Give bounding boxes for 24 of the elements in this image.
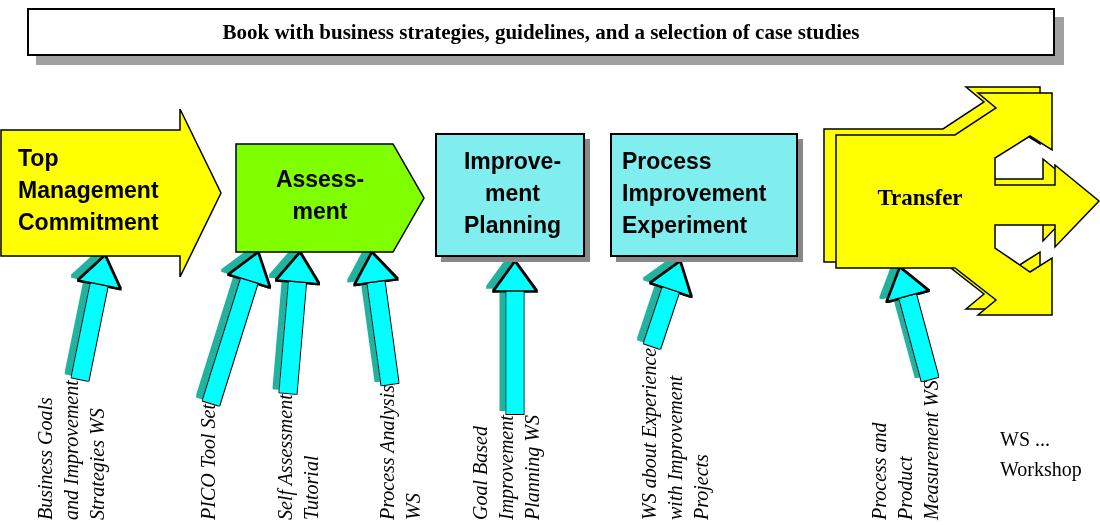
title-text: Book with business strategies, guidelines, and a selection of case studies	[222, 19, 860, 45]
arrow	[71, 254, 121, 381]
vertical-label: Goal Based Improvement Planning WS	[467, 414, 545, 520]
block-arrow-shape	[0, 108, 222, 278]
legend-note: WS ...	[1000, 428, 1050, 451]
process-box	[435, 133, 590, 262]
vertical-label: Self Assessment Tutorial	[272, 393, 324, 520]
arrow	[354, 251, 399, 386]
stage-label: Improve- ment Planning	[462, 147, 563, 241]
legend-note: Workshop	[1000, 458, 1082, 481]
stage-label: Top Management Commitment	[18, 144, 160, 238]
stage-label: Assess- ment	[274, 165, 366, 227]
stage-label: Process Improvement Experiment	[622, 147, 768, 241]
stage-label: Transfer	[876, 184, 964, 212]
vertical-label: Process and Product Measurement WS	[866, 379, 944, 520]
vertical-label: Process Analysis WS	[374, 384, 426, 520]
vertical-label: WS about Experience with Improvement Projects	[636, 346, 714, 520]
pentagon-arrow-shape	[235, 143, 425, 253]
vertical-label: PICO Tool Set	[195, 403, 221, 520]
process-box	[610, 133, 803, 262]
arrow	[275, 252, 320, 394]
multi-arrow-shape	[820, 87, 1100, 317]
vertical-label: Business Goals and Improvement Strategies WS	[32, 379, 110, 520]
arrow	[493, 261, 537, 414]
